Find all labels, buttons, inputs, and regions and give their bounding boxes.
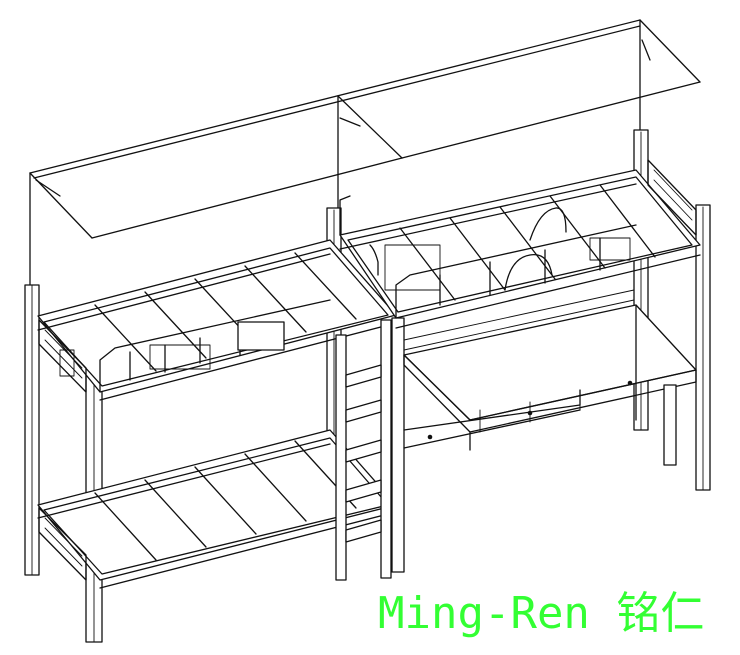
canopy-frame bbox=[29, 19, 701, 286]
left-bunk-bed bbox=[24, 207, 397, 643]
brand-watermark: Ming-Ren 铭仁 bbox=[378, 588, 705, 639]
ladder bbox=[335, 319, 392, 581]
desk bbox=[403, 304, 697, 466]
